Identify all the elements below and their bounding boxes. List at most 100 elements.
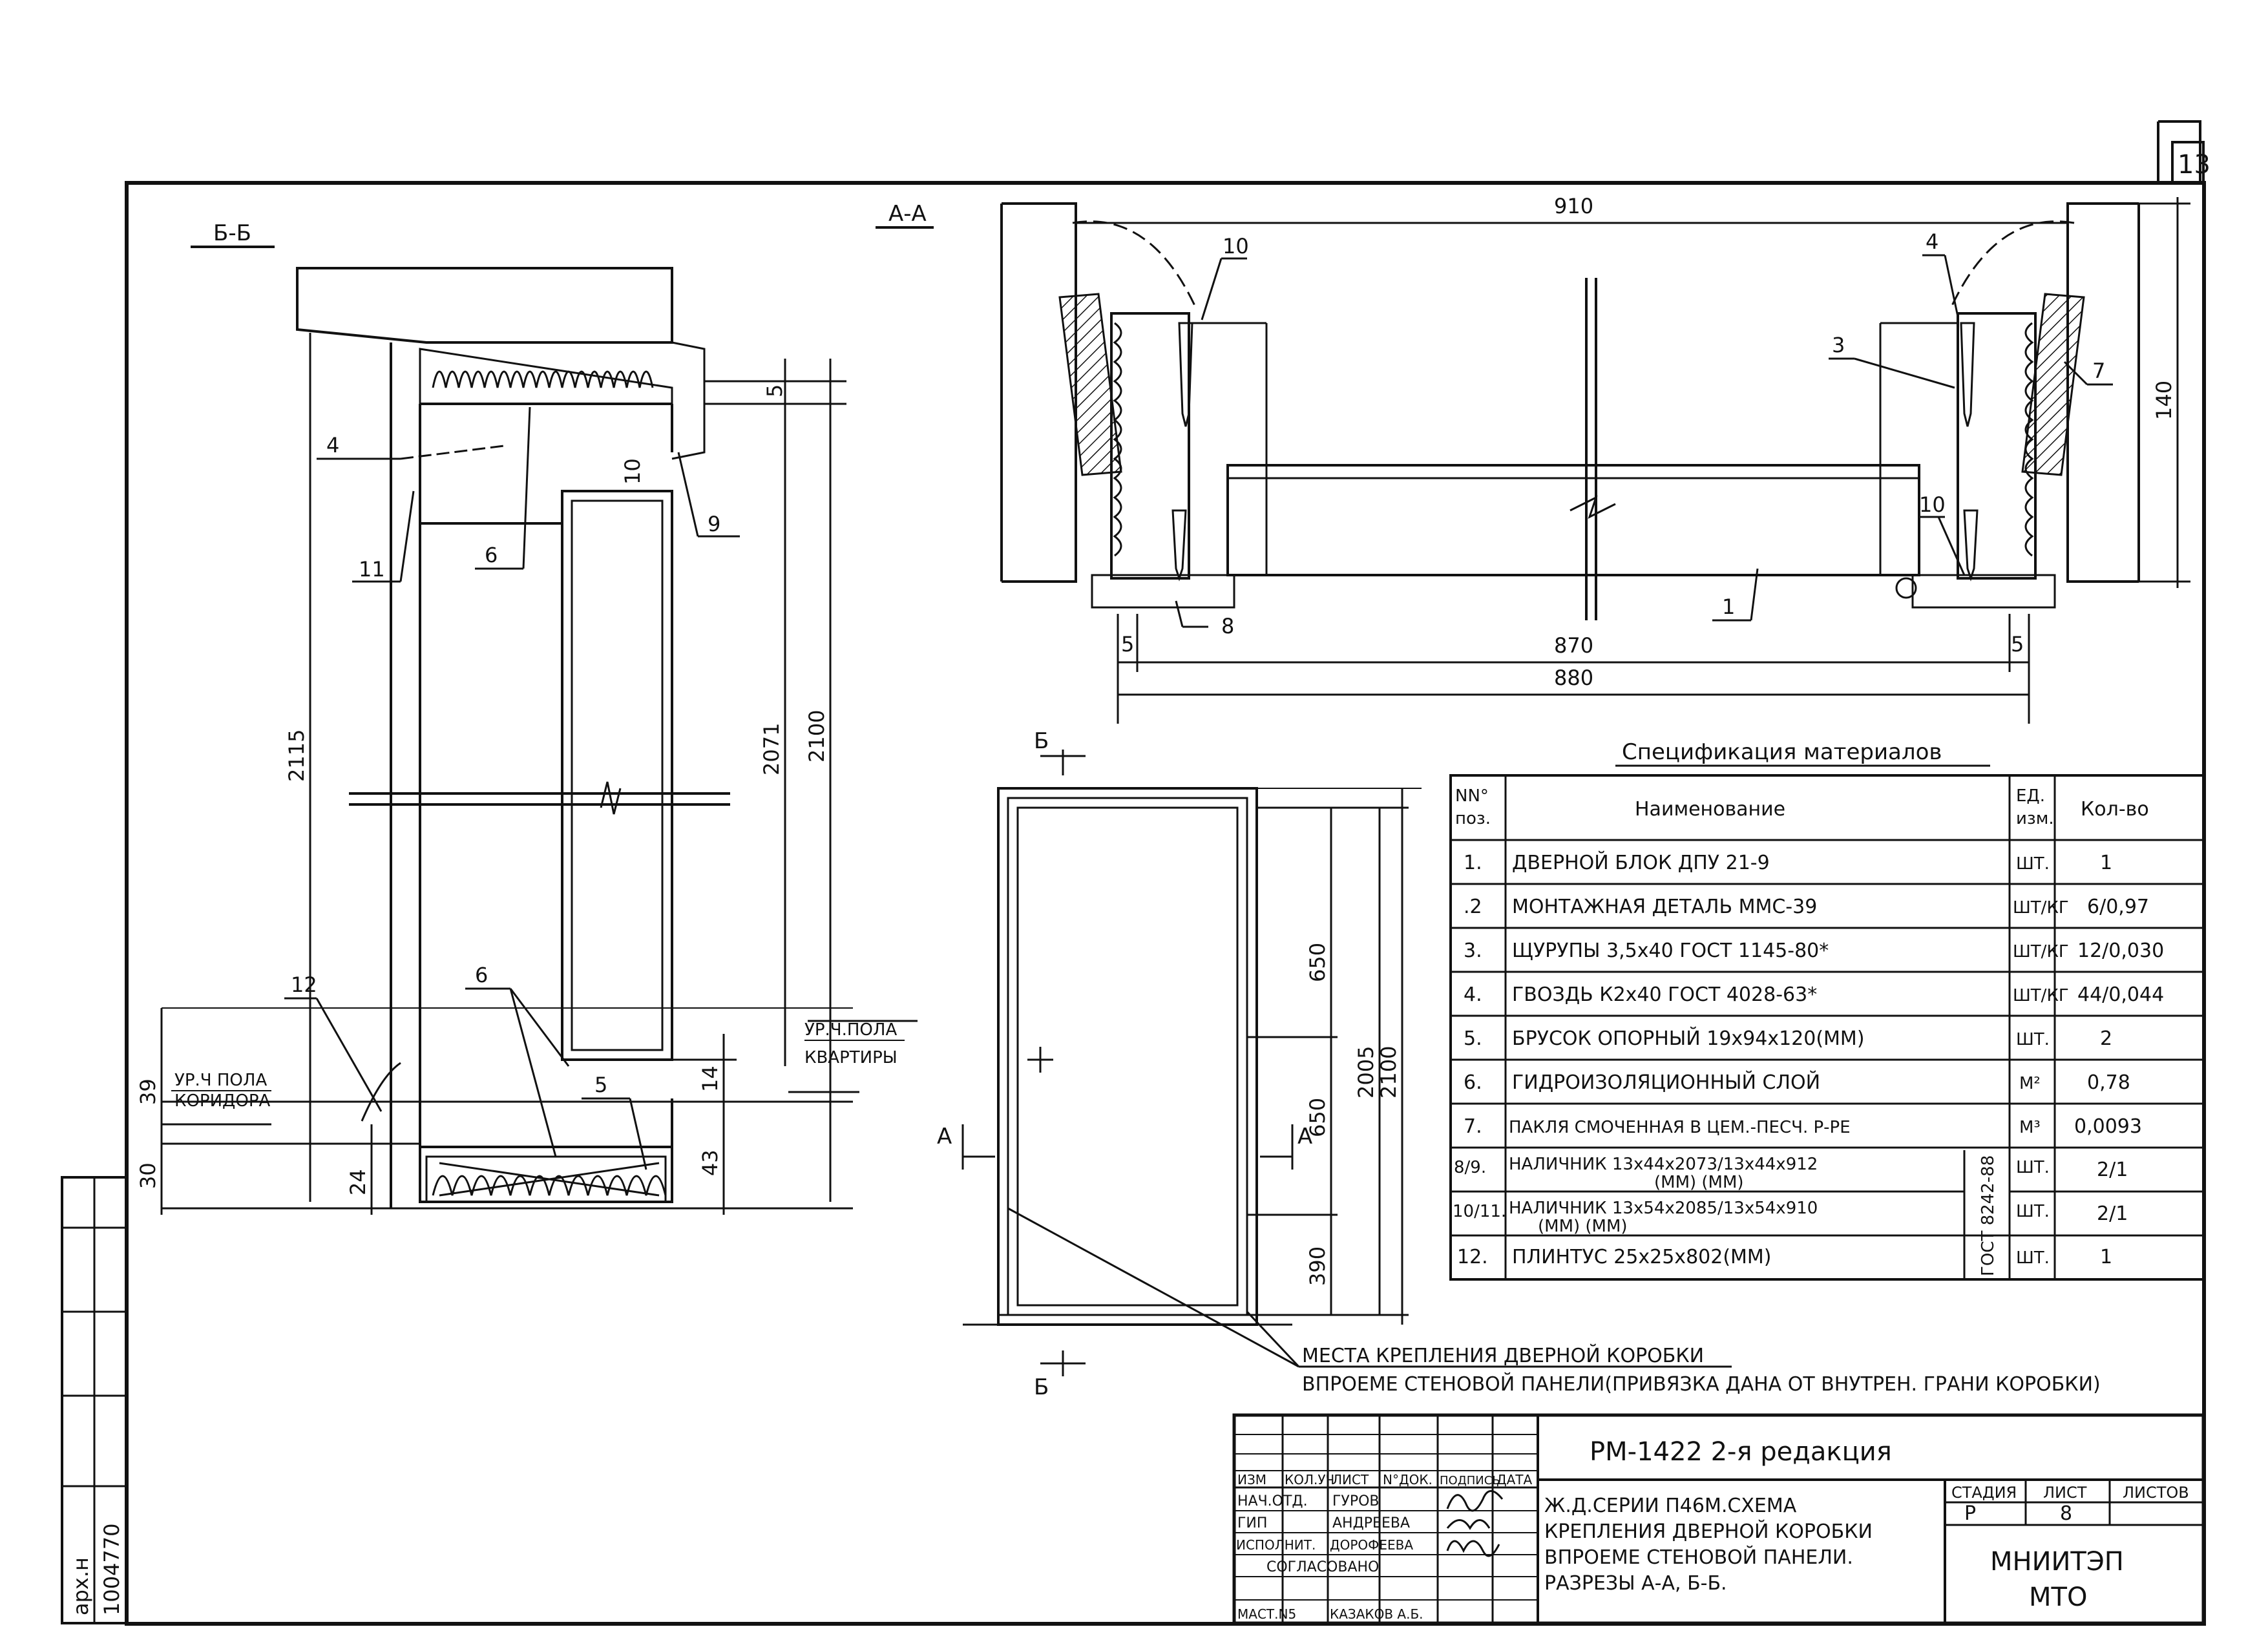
spec-name-unit: (ММ) (ММ) [1654, 1173, 1744, 1192]
section-bb-title: Б-Б [213, 220, 251, 246]
callout-aa-10a: 10 [1223, 234, 1249, 258]
callout-aa-10b: 10 [1919, 492, 1946, 517]
spec-pos: 1. [1464, 852, 1482, 874]
spec-name: НАЛИЧНИК 13х54х2085/13х54х910 [1509, 1199, 1818, 1218]
callout-aa-8: 8 [1221, 614, 1234, 638]
spec-row: 4. ГВОЗДЬ К2х40 ГОСТ 4028-63* ШТ/КГ 44/0… [1464, 983, 2164, 1006]
doc-code: РМ-1422 2-я редакция [1590, 1437, 1892, 1467]
tb-description-line1: Ж.Д.СЕРИИ П46М.СХЕМА [1544, 1495, 1797, 1517]
spec-unit: ШТ. [2016, 1202, 2050, 1221]
cut-b-top: Б [1034, 728, 1049, 754]
level-corridor-line2: КОРИДОРА [174, 1091, 271, 1111]
level-corridor-line1: УР.Ч ПОЛА [174, 1071, 267, 1090]
sheet-frame [125, 181, 2206, 1626]
side-stamp-number: 1004770 [100, 1523, 124, 1615]
spec-pos: 10/11. [1453, 1202, 1506, 1221]
tb-role: СОГЛАСОВАНО [1266, 1559, 1379, 1575]
spec-qty: 2/1 [2097, 1203, 2128, 1225]
dim-bb-2071: 2071 [759, 723, 784, 775]
callout-bb-5: 5 [594, 1073, 607, 1097]
spec-pos: 6. [1464, 1071, 1482, 1094]
spec-unit: ШТ. [2016, 1248, 2050, 1268]
section-bb: Б-Б [136, 220, 918, 1215]
spec-qty: 6/0,97 [2087, 896, 2149, 918]
spec-gost-vertical: ГОСТ 8242-88 [1979, 1155, 1998, 1276]
spec-header-name: Наименование [1635, 798, 1785, 821]
dim-aa-5-right: 5 [2011, 632, 2024, 656]
callout-bb-11: 11 [359, 557, 385, 582]
spec-unit: ШТ. [2016, 1030, 2050, 1049]
cut-b-bottom: Б [1034, 1374, 1049, 1400]
spec-qty: 44/0,044 [2077, 983, 2164, 1006]
tb-sheet-value: 8 [2060, 1502, 2072, 1525]
dim-bb-2115: 2115 [284, 730, 309, 782]
spec-name: ГИДРОИЗОЛЯЦИОННЫЙ СЛОЙ [1512, 1071, 1820, 1094]
spec-name-unit: (ММ) (ММ) [1538, 1217, 1628, 1236]
spec-header-unit-1: ЕД. [2016, 786, 2045, 806]
spec-name: БРУСОК ОПОРНЫЙ 19х94х120(ММ) [1512, 1027, 1865, 1050]
dim-bb-14: 14 [698, 1066, 722, 1092]
spec-name: ДВЕРНОЙ БЛОК ДПУ 21-9 [1512, 851, 1770, 874]
tb-description-line4: РАЗРЕЗЫ А-А, Б-Б. [1544, 1572, 1727, 1595]
section-aa-title: А-А [888, 201, 927, 227]
callout-bb-12: 12 [291, 972, 317, 997]
title-block: ИЗМ КОЛ.УЧ ЛИСТ N°ДОК. ПОДПИСЬ ДАТА НАЧ.… [1232, 1413, 2205, 1625]
dim-el-650b: 650 [1305, 1098, 1330, 1137]
tb-sheet-header: ЛИСТ [2043, 1484, 2087, 1502]
spec-name: ГВОЗДЬ К2х40 ГОСТ 4028-63* [1512, 983, 1817, 1006]
dim-el-650a: 650 [1305, 943, 1330, 982]
spec-qty: 2 [2100, 1027, 2112, 1050]
dim-el-390: 390 [1305, 1246, 1330, 1286]
dim-aa-5-left: 5 [1121, 632, 1134, 656]
spec-row: 3. ЩУРУПЫ 3,5х40 ГОСТ 1145-80* ШТ/КГ 12/… [1464, 940, 2164, 962]
spec-unit: ШТ. [2016, 854, 2050, 874]
spec-pos: 12. [1457, 1246, 1488, 1268]
level-apartment-line1: УР.Ч.ПОЛА [804, 1020, 897, 1040]
tb-header-koluch: КОЛ.УЧ [1285, 1472, 1334, 1487]
cut-a-left: А [937, 1124, 952, 1150]
spec-row: 1. ДВЕРНОЙ БЛОК ДПУ 21-9 ШТ. 1 [1464, 851, 2112, 874]
tb-description-line2: КРЕПЛЕНИЯ ДВЕРНОЙ КОРОБКИ [1544, 1520, 1873, 1543]
spec-row: 12. ПЛИНТУС 25х25х802(ММ) ШТ. 1 [1457, 1246, 2112, 1268]
dim-bb-39: 39 [136, 1078, 160, 1105]
spec-unit: М² [2019, 1074, 2041, 1093]
spec-header-unit-2: изм. [2016, 809, 2054, 828]
dim-aa-870: 870 [1554, 633, 1593, 658]
callout-bb-9: 9 [708, 512, 720, 536]
spec-qty: 1 [2100, 1246, 2112, 1268]
dim-bb-43: 43 [698, 1150, 722, 1176]
tb-role: ИСПОЛНИТ. [1236, 1537, 1316, 1553]
callout-aa-7: 7 [2092, 359, 2105, 383]
tb-name: КАЗАКОВ А.Б. [1330, 1606, 1423, 1622]
spec-pos: .2 [1464, 896, 1482, 918]
note-fixing-line1: МЕСТА КРЕПЛЕНИЯ ДВЕРНОЙ КОРОБКИ [1302, 1344, 1704, 1367]
spec-row: 6. ГИДРОИЗОЛЯЦИОННЫЙ СЛОЙ М² 0,78 [1464, 1071, 2130, 1094]
tb-header-podpis: ПОДПИСЬ [1440, 1474, 1500, 1487]
dim-aa-880: 880 [1554, 666, 1593, 690]
dim-aa-910: 910 [1554, 194, 1593, 218]
spec-name: ЩУРУПЫ 3,5х40 ГОСТ 1145-80* [1512, 940, 1829, 962]
tb-header-data: ДАТА [1496, 1472, 1533, 1487]
spec-pos: 7. [1464, 1115, 1482, 1138]
spec-unit: М³ [2019, 1118, 2041, 1137]
spec-unit: ШТ/КГ [2013, 986, 2069, 1005]
tb-stage-value: Р [1964, 1502, 1976, 1525]
spec-name: МОНТАЖНАЯ ДЕТАЛЬ ММС-39 [1512, 896, 1817, 918]
spec-unit: ШТ. [2016, 1158, 2050, 1177]
spec-title: Спецификация материалов [1622, 739, 1942, 765]
dim-bb-30: 30 [136, 1162, 160, 1189]
tb-sheets-header: ЛИСТОВ [2123, 1484, 2189, 1502]
dim-bb-2100: 2100 [804, 710, 829, 762]
spec-row: 5. БРУСОК ОПОРНЫЙ 19х94х120(ММ) ШТ. 2 [1464, 1027, 2112, 1050]
tb-stage-header: СТАДИЯ [1951, 1484, 2017, 1502]
dim-bb-10: 10 [620, 458, 645, 485]
callout-aa-3: 3 [1832, 333, 1845, 357]
tb-role: НАЧ.ОТД. [1237, 1493, 1308, 1509]
spec-row: .2 МОНТАЖНАЯ ДЕТАЛЬ ММС-39 ШТ/КГ 6/0,97 [1464, 896, 2149, 918]
callout-bb-4: 4 [326, 433, 339, 457]
level-apartment-line2: КВАРТИРЫ [804, 1048, 898, 1067]
callout-aa-1: 1 [1722, 594, 1735, 619]
spec-name: ПЛИНТУС 25х25х802(ММ) [1512, 1246, 1772, 1268]
tb-description-line3: ВПРОЕМЕ СТЕНОВОЙ ПАНЕЛИ. [1544, 1546, 1853, 1569]
